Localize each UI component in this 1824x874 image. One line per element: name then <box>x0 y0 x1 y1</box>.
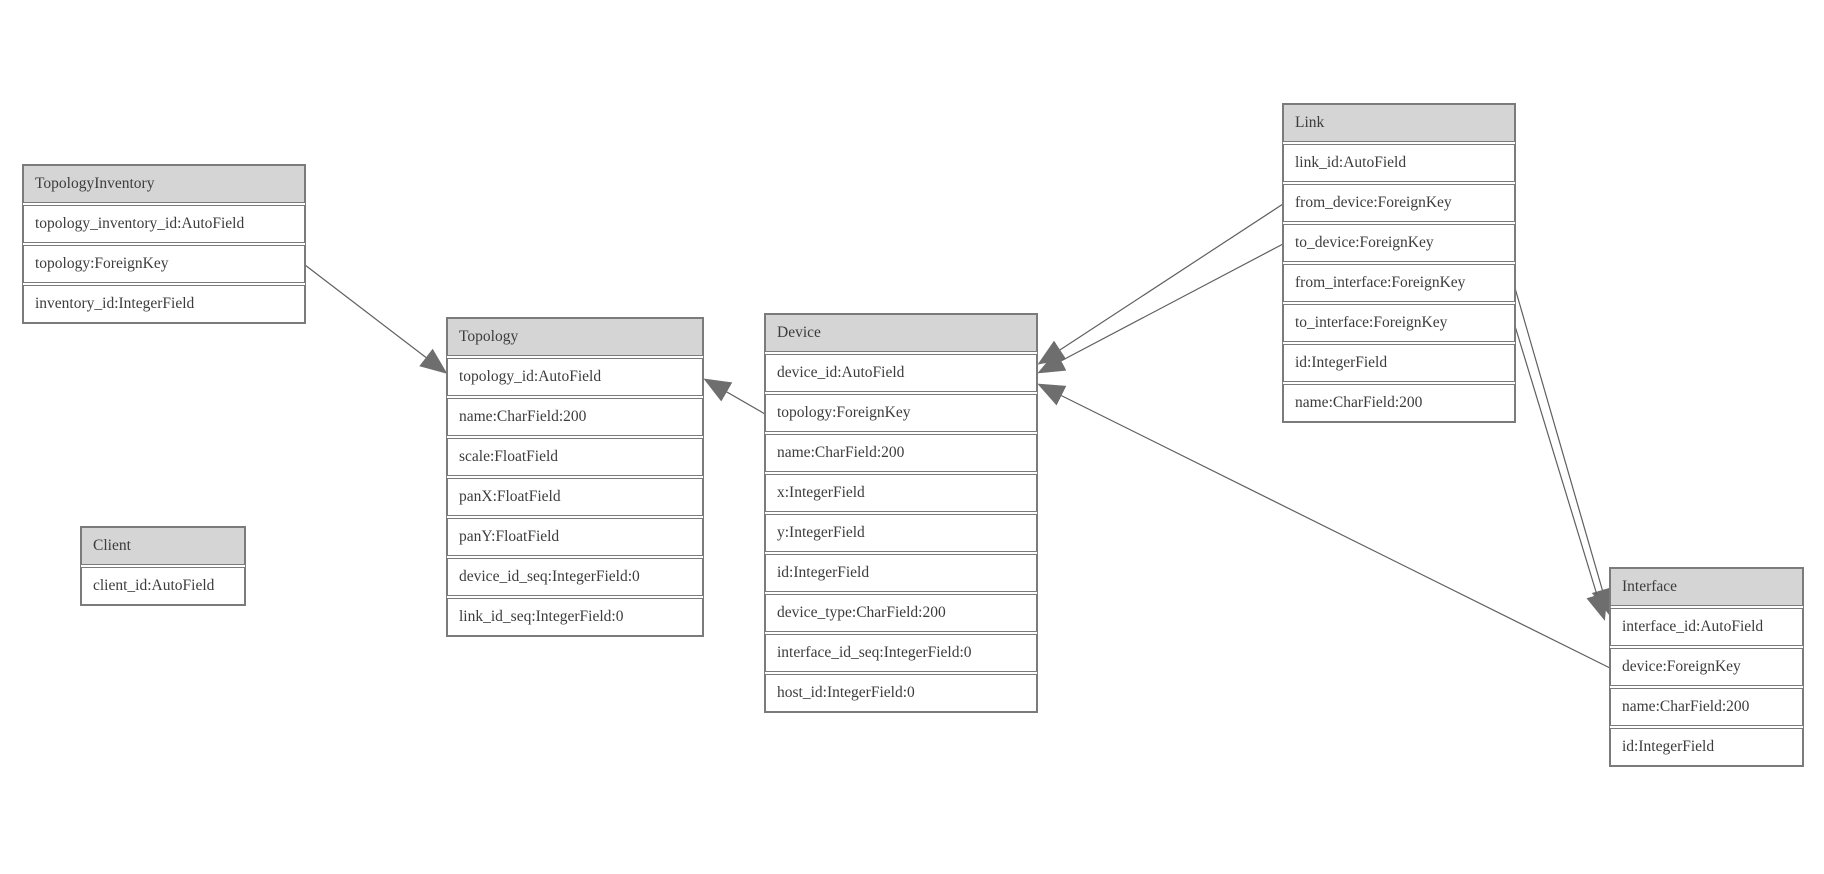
relation-line-topologyinventory-topology <box>304 264 448 374</box>
entity-field-row: name:CharField:200 <box>1283 384 1515 422</box>
entity-field-row: device_id_seq:IntegerField:0 <box>447 558 703 596</box>
entity-field-row: y:IntegerField <box>765 514 1037 552</box>
entity-field-row: interface_id_seq:IntegerField:0 <box>765 634 1037 672</box>
entity-field-row: topology_id:AutoField <box>447 358 703 396</box>
entity-field-row: interface_id:AutoField <box>1610 608 1803 646</box>
relation-line-link-from-device <box>1037 203 1284 365</box>
entity-field-row: to_interface:ForeignKey <box>1283 304 1515 342</box>
entity-field-row: x:IntegerField <box>765 474 1037 512</box>
entity-field-row: name:CharField:200 <box>1610 688 1803 726</box>
entity-field-row: link_id_seq:IntegerField:0 <box>447 598 703 636</box>
entity-field-row: from_device:ForeignKey <box>1283 184 1515 222</box>
entity-header: Topology <box>447 318 703 356</box>
entity-field-row: topology_inventory_id:AutoField <box>23 205 305 243</box>
entity-field-row: panY:FloatField <box>447 518 703 556</box>
entity-field-row: topology:ForeignKey <box>765 394 1037 432</box>
entity-field-row: id:IntegerField <box>1283 344 1515 382</box>
relation-line-interface-device <box>1037 383 1611 669</box>
entity-field-row: topology:ForeignKey <box>23 245 305 283</box>
relation-line-link-to-device <box>1037 243 1284 374</box>
entity-field-row: name:CharField:200 <box>765 434 1037 472</box>
relation-line-link-from-interface <box>1514 287 1613 616</box>
entity-header: Device <box>765 314 1037 352</box>
entity-header: Client <box>81 527 245 565</box>
entity-field-row: scale:FloatField <box>447 438 703 476</box>
entity-field-row: name:CharField:200 <box>447 398 703 436</box>
entity-field-row: id:IntegerField <box>765 554 1037 592</box>
entity-field-row: device_id:AutoField <box>765 354 1037 392</box>
entity-field-row: panX:FloatField <box>447 478 703 516</box>
entity-field-row: device:ForeignKey <box>1610 648 1803 686</box>
relation-line-device-topology <box>703 378 766 415</box>
entity-field-row: link_id:AutoField <box>1283 144 1515 182</box>
relation-line-link-to-interface <box>1514 325 1608 621</box>
entity-field-row: id:IntegerField <box>1610 728 1803 766</box>
entity-header: TopologyInventory <box>23 165 305 203</box>
entity-header: Link <box>1283 104 1515 142</box>
entity-field-row: device_type:CharField:200 <box>765 594 1037 632</box>
entity-field-row: from_interface:ForeignKey <box>1283 264 1515 302</box>
entity-field-row: to_device:ForeignKey <box>1283 224 1515 262</box>
entity-field-row: inventory_id:IntegerField <box>23 285 305 323</box>
entity-field-row: host_id:IntegerField:0 <box>765 674 1037 712</box>
entity-field-row: client_id:AutoField <box>81 567 245 605</box>
entity-header: Interface <box>1610 568 1803 606</box>
